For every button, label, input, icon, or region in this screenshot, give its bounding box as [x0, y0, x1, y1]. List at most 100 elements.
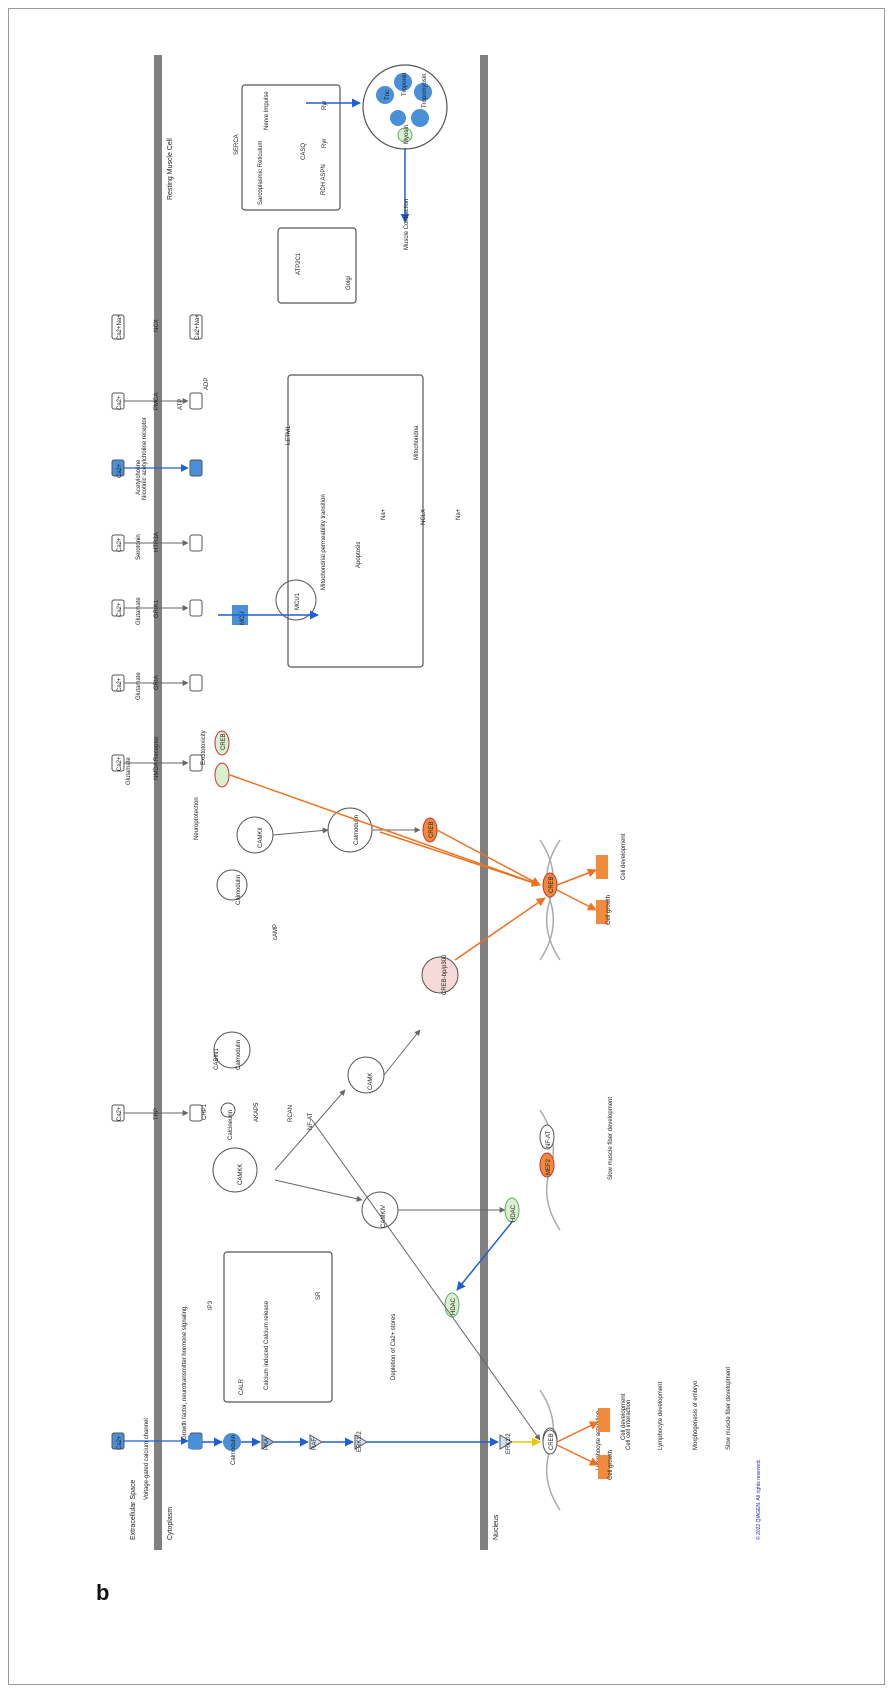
lymphocyte-activation-label: Lymphocyte activation	[596, 1411, 602, 1470]
raf-label: RAF	[312, 1438, 318, 1450]
ryr-label-1: Ryr	[322, 139, 328, 148]
hdac-arrow	[456, 1221, 513, 1291]
casq-label: CASQ	[301, 143, 307, 160]
creb-arrow-1	[229, 774, 541, 887]
nuclear-membrane	[480, 55, 488, 1550]
calcineurin-label: Calcineurin	[228, 1110, 234, 1140]
nfat-node-1	[539, 1124, 555, 1150]
akap5-label: AKAP5	[254, 1102, 260, 1122]
morphogenesis-label: Morphogenesis of embryo	[693, 1380, 699, 1450]
lymphocyte-dev-label: Lymphocyte development	[658, 1382, 664, 1450]
camkii-complex	[236, 816, 274, 854]
hdac-label-2: HDAC	[451, 1297, 457, 1315]
ion-ca-8: Ca2+	[117, 1435, 123, 1450]
rdh-aspn-label: RDH ASPN	[321, 164, 327, 195]
camkk-camk-arrow	[274, 1089, 346, 1171]
calcineurin-node	[220, 1102, 236, 1118]
pka-label: PKA	[264, 1438, 270, 1450]
membrane-channels	[111, 314, 203, 1450]
ion-ca-1: Ca2+	[117, 395, 123, 410]
ion-ca-na-1: Ca2+Na+	[117, 314, 123, 340]
region-extracellular: Extracellular Space	[130, 1480, 137, 1540]
letm1-label: LETM1	[286, 425, 292, 445]
ion-ca-6: Ca2+	[117, 756, 123, 771]
camk-complex	[347, 1056, 385, 1094]
cabin1-label: CABIN1	[214, 1048, 220, 1070]
vgcc-label: Voltage-gated calcium channel	[144, 1418, 150, 1500]
depletion-label: Depletion of Ca2+ stores	[391, 1314, 397, 1380]
ion-ca-5: Ca2+	[117, 677, 123, 692]
creb-arrow-2	[379, 831, 541, 887]
sarcoplasmic-reticulum-box	[241, 84, 341, 211]
region-resting-muscle: Resting Muscle Cell	[167, 138, 174, 200]
region-nucleus: Nucleus	[493, 1514, 500, 1540]
creb-dev-arrow	[556, 868, 597, 886]
calmodulin-ca-complex	[216, 869, 248, 901]
creb-label-4: CREB	[549, 1433, 555, 1450]
glutamate-label-1: Glutamate	[136, 597, 142, 625]
myosin-node	[397, 127, 413, 143]
erk-label-2: ERK1/2	[506, 1433, 512, 1454]
mef2-label: MEF2	[546, 1158, 552, 1175]
tni-node	[390, 110, 406, 126]
acetylcholine-label: Acetylcholine	[136, 459, 142, 495]
grik1-label: GRIK1	[154, 599, 160, 618]
cell-development-node	[596, 855, 608, 879]
ion-ca-na-2: Ca2+Na+	[195, 314, 201, 340]
nachr-label: Nicotinic acetylcholine receptor	[142, 417, 148, 500]
calmodulin-label-4: Calmodulin	[231, 1435, 237, 1465]
figure-frame	[8, 8, 885, 1685]
mcu-label: MCU	[240, 611, 246, 625]
mpt-label: Mitochondrial permeability transition	[321, 494, 327, 590]
sr-box	[223, 1251, 333, 1403]
region-cytoplasm: Cytoplasm	[167, 1507, 174, 1540]
troponin-label: Troponin	[402, 73, 408, 96]
creb-label-3: CREB	[429, 821, 435, 838]
ryr-label-2: Ryr	[322, 101, 328, 110]
plasma-membrane	[154, 55, 162, 1550]
serotonin-label: Serotonin	[136, 534, 142, 560]
camk-creb-arrow	[383, 1029, 421, 1076]
tnc-node	[376, 86, 394, 104]
mef2-node	[539, 1152, 555, 1178]
camp-label: cAMP	[273, 924, 279, 940]
creb-bp-label: CREB-bp/p300	[442, 954, 448, 995]
creb-label-1: CREB	[221, 733, 227, 750]
creb-arrow-3	[436, 829, 541, 886]
golgi-label: Golgi	[346, 276, 352, 290]
trp-label: TRP	[154, 1108, 160, 1120]
myosin-label: Myosin	[404, 125, 410, 144]
creb-node-2	[214, 762, 230, 788]
ion-ca-4: Ca2+	[117, 602, 123, 617]
atp2c1-label: ATP2C1	[296, 252, 302, 275]
nfat-nucleus-arrow	[311, 1119, 541, 1441]
creb-nucleus-label: CREB	[549, 876, 555, 893]
nfat-label-2: NF-AT	[308, 1112, 314, 1130]
hdac-label: HDAC	[511, 1204, 517, 1222]
troponin-node	[394, 73, 412, 91]
sr-label: Sarcoplasmic Reticulum	[258, 141, 264, 205]
atp-label: ATP	[178, 399, 184, 410]
erk-label-1: ERK1/2	[357, 1431, 363, 1452]
ca-induced-label: Calcium induced Calcium release	[264, 1300, 270, 1390]
cell-growth-node	[596, 900, 608, 924]
calmodulin-label-1: Calmodulin	[236, 875, 242, 905]
copyright: © 2022 QIAGEN. All rights reserved.	[755, 1459, 762, 1540]
serca-label: SERCA	[234, 134, 240, 155]
slow-muscle-label-1: Slow muscle fiber development	[608, 1097, 614, 1180]
ion-ca-2: Ca2+	[117, 463, 123, 478]
calr-label: CALR	[239, 1378, 245, 1395]
nfat-label-1: NF-AT	[546, 1130, 552, 1148]
creb-growth-arrow	[556, 889, 597, 911]
ip3-label: IP3	[208, 1300, 214, 1310]
mcu1-label: MCU1	[295, 592, 301, 610]
dna-helix-1b	[539, 839, 561, 961]
glutamate-label-3: Glutamate	[126, 757, 132, 785]
mcu1-complex	[275, 579, 317, 621]
glutamate-label-2: Glutamate	[136, 672, 142, 700]
cell-development-label-2: Cell development	[621, 1393, 627, 1440]
ion-ca-7: Ca2+	[117, 1106, 123, 1121]
creb-arrow-4	[454, 897, 546, 961]
creb-node-1	[214, 730, 230, 756]
